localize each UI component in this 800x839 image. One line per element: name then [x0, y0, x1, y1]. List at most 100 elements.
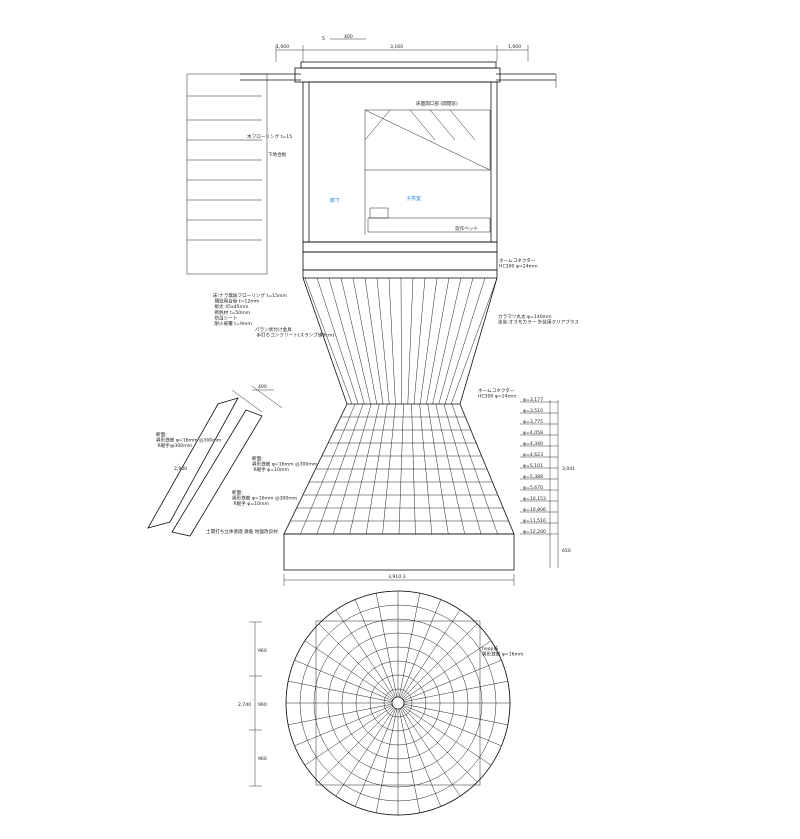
- dim-top-small-b: 400: [344, 34, 353, 40]
- plan-radial-line: [403, 680, 508, 703]
- log-column-line: [432, 277, 462, 405]
- bed-note: 造作ベッド: [455, 225, 478, 232]
- log-column-line: [419, 277, 438, 405]
- base-rib-line: [333, 403, 372, 535]
- base-rib-line: [443, 403, 482, 535]
- plan-radial-line: [354, 708, 396, 807]
- plan-radial-line: [294, 705, 393, 747]
- base-rib-line: [411, 403, 416, 535]
- log-column-line: [407, 277, 414, 405]
- plan-radial-line: [304, 706, 394, 766]
- log-column-line: [400, 277, 402, 405]
- plan-radial-line: [294, 659, 393, 701]
- level-label: φ=12,200: [523, 529, 546, 535]
- level-label: φ=5,388: [523, 474, 543, 480]
- base-rib-line: [365, 403, 388, 535]
- dim-plan-b: 960: [258, 702, 267, 708]
- plan-frame: [315, 620, 481, 786]
- base-rib-line: [451, 403, 498, 535]
- level-label: φ=11,516: [523, 518, 546, 524]
- level-label: φ=4,623: [523, 452, 543, 458]
- base-rib-line: [427, 403, 449, 535]
- plan-radial-line: [402, 640, 492, 700]
- detail-c-note: 断面:異形鉄筋 φ=16mm @300mm R継手 φ=10mm: [232, 489, 298, 507]
- plan-view: 2,740 960 960 960: [238, 590, 511, 816]
- plan-center: [391, 696, 405, 710]
- concrete-note: パラン状付け金具 手打ちコンクリート(スランプ値8cm): [255, 326, 334, 339]
- log-column-line: [352, 277, 378, 405]
- fan-edge-right: [459, 277, 498, 405]
- detail-b-note: 断面:異形鉄筋 φ=16mm @300mm R継手 φ=10mm: [252, 455, 318, 473]
- dim-top-right: 1,000: [508, 44, 521, 50]
- detail-a-note: 断面:異形鉄筋 φ=16mm @300mm R継手@300mm: [156, 431, 222, 449]
- roof: [240, 61, 557, 88]
- skylight-note: 床面開口部 (開閉窓): [416, 100, 458, 107]
- dim-top-middle: 3,160: [390, 44, 403, 50]
- level-label: φ=3,177: [523, 397, 543, 403]
- plan-radial-line: [318, 707, 394, 783]
- level-ladder: 3,041 650 φ=3,177φ=3,510φ=3,775φ=4,058φ=…: [520, 397, 575, 568]
- base-rib-line: [316, 403, 364, 535]
- base-rib-line: [398, 403, 404, 535]
- plan-radial-line: [401, 707, 461, 797]
- level-label: φ=10,806: [523, 507, 546, 513]
- dim-base-width: 3,910.3: [388, 574, 406, 580]
- plan-radial-line: [375, 708, 398, 813]
- log-column-line: [364, 277, 384, 405]
- child-room-label: 子供室: [406, 195, 421, 202]
- base-rib-line: [300, 403, 356, 535]
- log-column-line: [388, 277, 396, 405]
- furniture-note: 木フローリング t=15: [247, 133, 292, 140]
- foundation-note: 土間打ち立体基礎 鉄筋 地盤改良材: [206, 528, 278, 535]
- log-column-line: [304, 277, 353, 405]
- log-column-line: [316, 277, 359, 405]
- base-rib-line: [435, 403, 465, 535]
- floor-spec-note: 床:ナラ無垢フローリング t=15mm 構造用合板 t=12mm 根太 45x4…: [213, 292, 288, 327]
- dim-plan-c: 960: [258, 756, 267, 762]
- base-rib-line: [349, 403, 380, 535]
- dim-detail-length: 2,900: [174, 466, 187, 472]
- level-label: φ=5,670: [523, 485, 543, 491]
- base-rib-line: [419, 403, 433, 535]
- plan-radial-line: [288, 680, 393, 703]
- room-section: 廊下 子供室: [302, 81, 498, 279]
- floor-note: 下地合板: [268, 151, 287, 158]
- level-label: φ=10,153: [523, 496, 546, 502]
- plan-radial-line: [398, 708, 421, 813]
- plan-radial-line: [335, 707, 395, 797]
- dim-top-small-a: 5: [322, 36, 325, 42]
- log-column-line: [444, 277, 486, 405]
- plan-radial-line: [398, 593, 421, 698]
- dim-top-left: 1,000: [276, 44, 289, 50]
- dim-detail-width: 400: [258, 384, 267, 390]
- top-dimension-line: 1,000 3,160 1,000 5 400: [275, 34, 529, 62]
- plan-radial-line: [335, 609, 395, 699]
- neighbour-facade: [186, 73, 268, 275]
- log-column-line: [340, 277, 371, 405]
- plan-radial-line: [403, 703, 508, 726]
- level-label: φ=3,775: [523, 419, 543, 425]
- plan-radial-line: [402, 707, 478, 783]
- log-column-line: [376, 277, 390, 405]
- plan-radial-line: [403, 659, 502, 701]
- level-label: φ=4,058: [523, 430, 543, 436]
- detail-drawing: 400 2,900: [147, 384, 283, 537]
- level-label: φ=3,510: [523, 408, 543, 414]
- base-rib-line: [382, 403, 396, 535]
- plan-radial-line: [400, 708, 442, 807]
- column-fan: [302, 277, 498, 405]
- plan-radial-line: [318, 623, 394, 699]
- base-rib-line: [283, 403, 348, 535]
- fan-edge-left: [302, 277, 348, 405]
- level-label: φ=4,340: [523, 441, 543, 447]
- log-column-line: [426, 277, 450, 405]
- base-rib-line: [459, 403, 515, 535]
- plan-radial-line: [402, 706, 492, 766]
- dim-right-b: 650: [562, 548, 571, 554]
- log-column-line: [438, 277, 474, 405]
- plan-radial-line: [401, 609, 461, 699]
- plan-radial-line: [354, 599, 396, 698]
